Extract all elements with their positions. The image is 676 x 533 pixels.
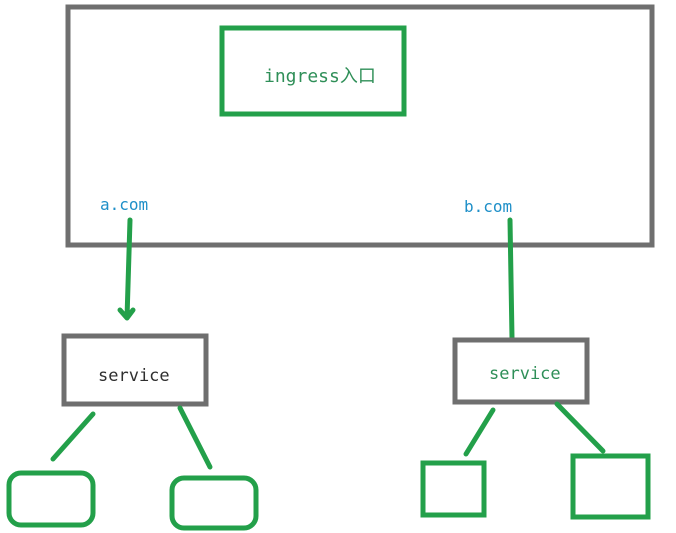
left-pod-1 (6, 470, 96, 528)
right-service-link-1 (463, 407, 496, 457)
ingress-label: ingress入口 (264, 66, 376, 87)
right-service-link-2 (554, 401, 606, 454)
left-service-link-1 (50, 411, 96, 462)
domain-a-label: a.com (100, 195, 148, 214)
service-label-left: service (98, 366, 170, 386)
domain-b-label: b.com (464, 197, 512, 216)
cluster-frame (65, 4, 655, 248)
left-pod-2 (169, 475, 259, 531)
service-label-right: service (489, 364, 561, 384)
route-b-connector (507, 217, 515, 341)
right-pod-1 (420, 460, 487, 518)
route-a-connector (117, 217, 136, 321)
service-box-right (452, 337, 590, 405)
left-service-link-2 (177, 405, 213, 470)
ingress-box (219, 25, 407, 117)
right-pod-2 (570, 453, 651, 520)
service-box-left (61, 333, 209, 407)
